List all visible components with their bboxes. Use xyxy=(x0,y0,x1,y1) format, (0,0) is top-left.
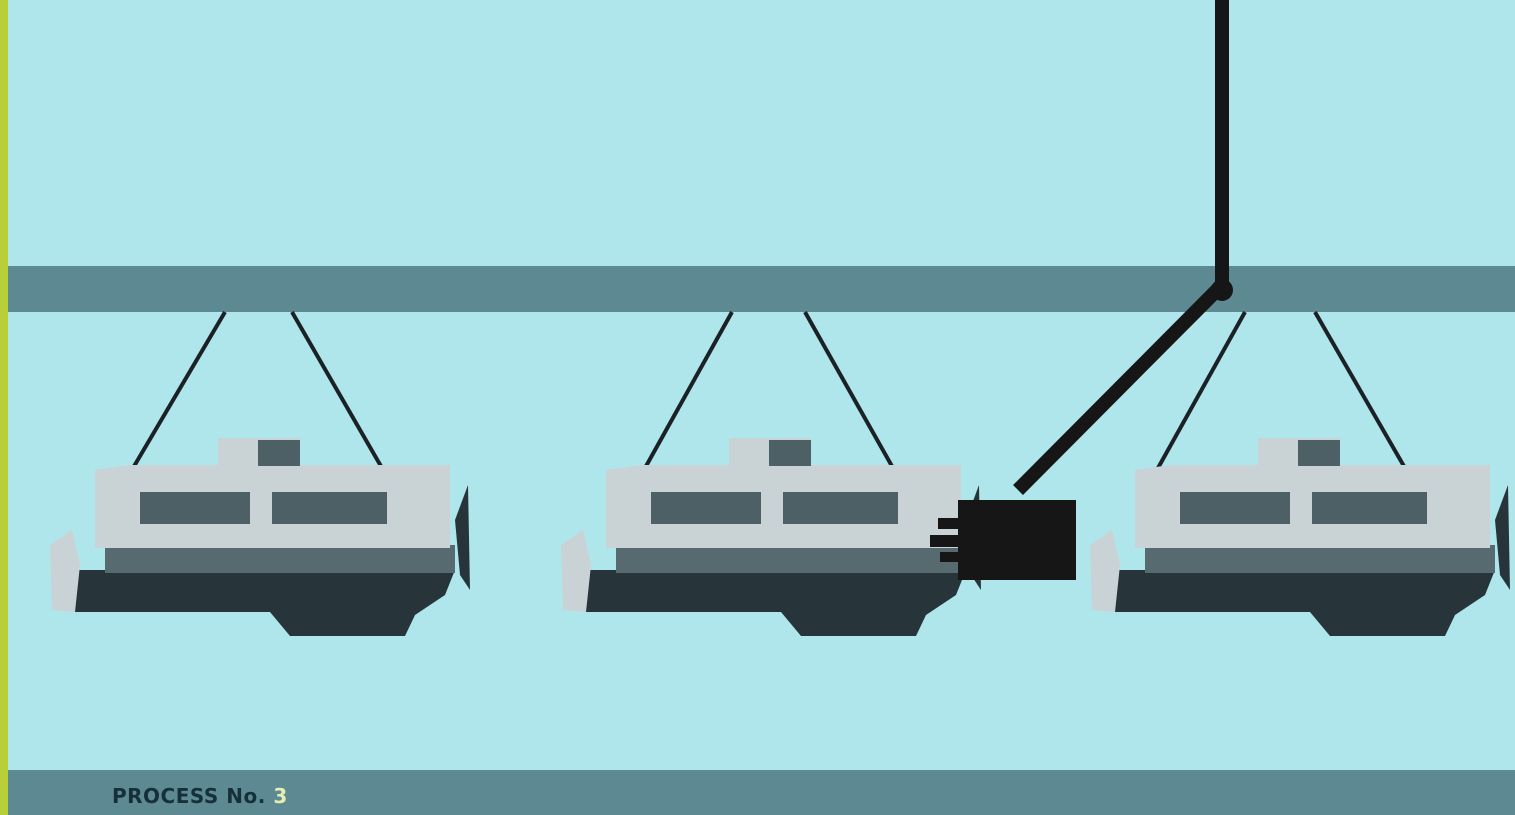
spray-arm xyxy=(930,0,1233,580)
hanging-boat-1 xyxy=(50,310,470,636)
bottom-band xyxy=(8,770,1515,815)
hanging-boat-3 xyxy=(1090,311,1510,636)
process-caption: PROCESS No. 3 xyxy=(112,784,288,808)
overhead-rail xyxy=(8,266,1515,312)
hanging-boat-2 xyxy=(561,311,981,636)
caption-number: 3 xyxy=(273,784,288,808)
left-edge-strip xyxy=(0,0,8,815)
caption-prefix: PROCESS No. xyxy=(112,784,266,808)
